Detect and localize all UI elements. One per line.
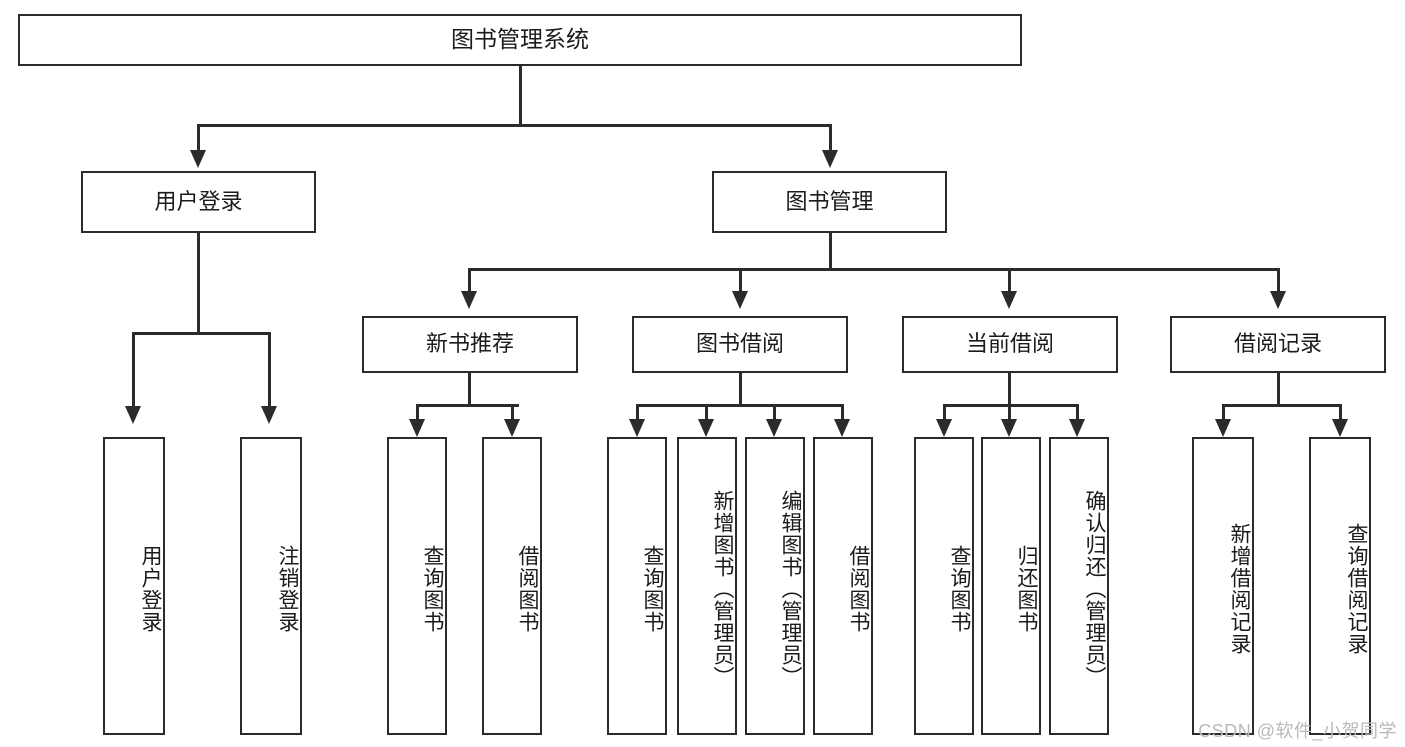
arrow-down-current-borrow — [1001, 291, 1017, 309]
connector-borrow-records-bus — [1222, 404, 1341, 407]
leaf-user-login[interactable]: 用户登录 — [103, 437, 165, 735]
arrow-down-leaf-edit-book — [766, 419, 782, 437]
arrow-down-book-management — [822, 150, 838, 168]
leaf-query-book-current[interactable]: 查询图书 — [914, 437, 974, 735]
connector-drop-leaf-confirm-return — [1076, 404, 1079, 423]
leaf-query-book-borrow[interactable]: 查询图书 — [607, 437, 667, 735]
node-label: 查询借阅记录 — [1345, 523, 1368, 655]
arrow-down-leaf-query-book-2 — [629, 419, 645, 437]
leaf-add-book-admin[interactable]: 新增图书（管理员） — [677, 437, 737, 735]
connector-drop-user-login — [197, 124, 200, 154]
arrow-down-leaf-borrow-book-2 — [834, 419, 850, 437]
connector-level2-bus — [197, 124, 832, 127]
connector-book-management-stem — [829, 233, 832, 269]
arrow-down-leaf-logout — [261, 406, 277, 424]
leaf-borrow-book-new-recommend[interactable]: 借阅图书 — [482, 437, 542, 735]
connector-drop-leaf-borrow-book-2 — [841, 404, 844, 423]
connector-book-borrow-bus — [636, 404, 844, 407]
node-label: 查询图书 — [641, 545, 664, 633]
node-root-book-management-system[interactable]: 图书管理系统 — [18, 14, 1022, 66]
node-book-borrow[interactable]: 图书借阅 — [632, 316, 848, 373]
node-user-login[interactable]: 用户登录 — [81, 171, 316, 233]
connector-drop-leaf-edit-book — [773, 404, 776, 423]
connector-drop-leaf-query-book-3 — [943, 404, 946, 423]
node-label: 确认归还（管理员） — [1083, 490, 1106, 688]
connector-drop-leaf-add-record — [1222, 404, 1225, 423]
node-current-borrow[interactable]: 当前借阅 — [902, 316, 1118, 373]
node-label: 注销登录 — [276, 545, 299, 633]
connector-drop-leaf-add-book — [705, 404, 708, 423]
arrow-down-leaf-return-book — [1001, 419, 1017, 437]
connector-level3-bus — [468, 268, 1280, 271]
arrow-down-leaf-query-book-1 — [409, 419, 425, 437]
connector-borrow-records-stem — [1277, 373, 1280, 406]
node-label: 借阅图书 — [847, 545, 870, 633]
leaf-return-book[interactable]: 归还图书 — [981, 437, 1041, 735]
node-label: 用户登录 — [154, 188, 243, 214]
connector-book-borrow-stem — [739, 373, 742, 406]
node-label: 编辑图书（管理员） — [779, 490, 802, 688]
node-label: 用户登录 — [139, 545, 162, 633]
arrow-down-leaf-confirm-return — [1069, 419, 1085, 437]
arrow-down-leaf-add-record — [1215, 419, 1231, 437]
connector-root-stem — [519, 66, 522, 125]
leaf-borrow-book[interactable]: 借阅图书 — [813, 437, 873, 735]
leaf-add-borrow-record[interactable]: 新增借阅记录 — [1192, 437, 1254, 735]
arrow-down-leaf-user-login — [125, 406, 141, 424]
connector-drop-book-borrow — [739, 268, 742, 294]
leaf-query-book-new-recommend[interactable]: 查询图书 — [387, 437, 447, 735]
node-label: 图书管理 — [785, 188, 874, 214]
node-label: 归还图书 — [1015, 545, 1038, 633]
connector-drop-new-book-recommend — [468, 268, 471, 294]
node-borrow-records[interactable]: 借阅记录 — [1170, 316, 1386, 373]
arrow-down-borrow-records — [1270, 291, 1286, 309]
connector-drop-leaf-query-book-1 — [416, 404, 419, 423]
arrow-down-book-borrow — [732, 291, 748, 309]
arrow-down-leaf-query-book-3 — [936, 419, 952, 437]
arrow-down-new-book-recommend — [461, 291, 477, 309]
watermark-text: CSDN @软件_小贺同学 — [1198, 721, 1397, 741]
connector-new-book-recommend-bus — [416, 404, 519, 407]
node-label: 新增借阅记录 — [1228, 523, 1251, 655]
node-label: 新增图书（管理员） — [711, 490, 734, 688]
connector-drop-leaf-user-login — [132, 332, 135, 410]
connector-current-borrow-stem — [1008, 373, 1011, 406]
connector-user-login-bus — [132, 332, 270, 335]
connector-user-login-stem — [197, 233, 200, 334]
node-label: 查询图书 — [948, 545, 971, 633]
node-label: 借阅图书 — [516, 545, 539, 633]
arrow-down-user-login — [190, 150, 206, 168]
connector-drop-current-borrow — [1008, 268, 1011, 294]
connector-drop-borrow-records — [1277, 268, 1280, 294]
node-new-book-recommend[interactable]: 新书推荐 — [362, 316, 578, 373]
arrow-down-leaf-borrow-book-1 — [504, 419, 520, 437]
leaf-query-borrow-record[interactable]: 查询借阅记录 — [1309, 437, 1371, 735]
connector-new-book-recommend-stem — [468, 373, 471, 406]
leaf-edit-book-admin[interactable]: 编辑图书（管理员） — [745, 437, 805, 735]
connector-drop-leaf-logout — [268, 332, 271, 410]
connector-drop-leaf-query-record — [1339, 404, 1342, 423]
node-label: 新书推荐 — [425, 331, 514, 357]
leaf-logout[interactable]: 注销登录 — [240, 437, 302, 735]
connector-drop-leaf-query-book-2 — [636, 404, 639, 423]
node-label: 图书借阅 — [695, 331, 784, 357]
node-book-management[interactable]: 图书管理 — [712, 171, 947, 233]
connector-drop-leaf-return-book — [1008, 404, 1011, 423]
node-label: 借阅记录 — [1233, 331, 1322, 357]
leaf-confirm-return-admin[interactable]: 确认归还（管理员） — [1049, 437, 1109, 735]
connector-drop-book-management — [829, 124, 832, 154]
node-label: 图书管理系统 — [451, 26, 589, 53]
connector-drop-leaf-borrow-book-1 — [511, 404, 514, 423]
node-label: 当前借阅 — [965, 331, 1054, 357]
node-label: 查询图书 — [421, 545, 444, 633]
arrow-down-leaf-add-book — [698, 419, 714, 437]
arrow-down-leaf-query-record — [1332, 419, 1348, 437]
